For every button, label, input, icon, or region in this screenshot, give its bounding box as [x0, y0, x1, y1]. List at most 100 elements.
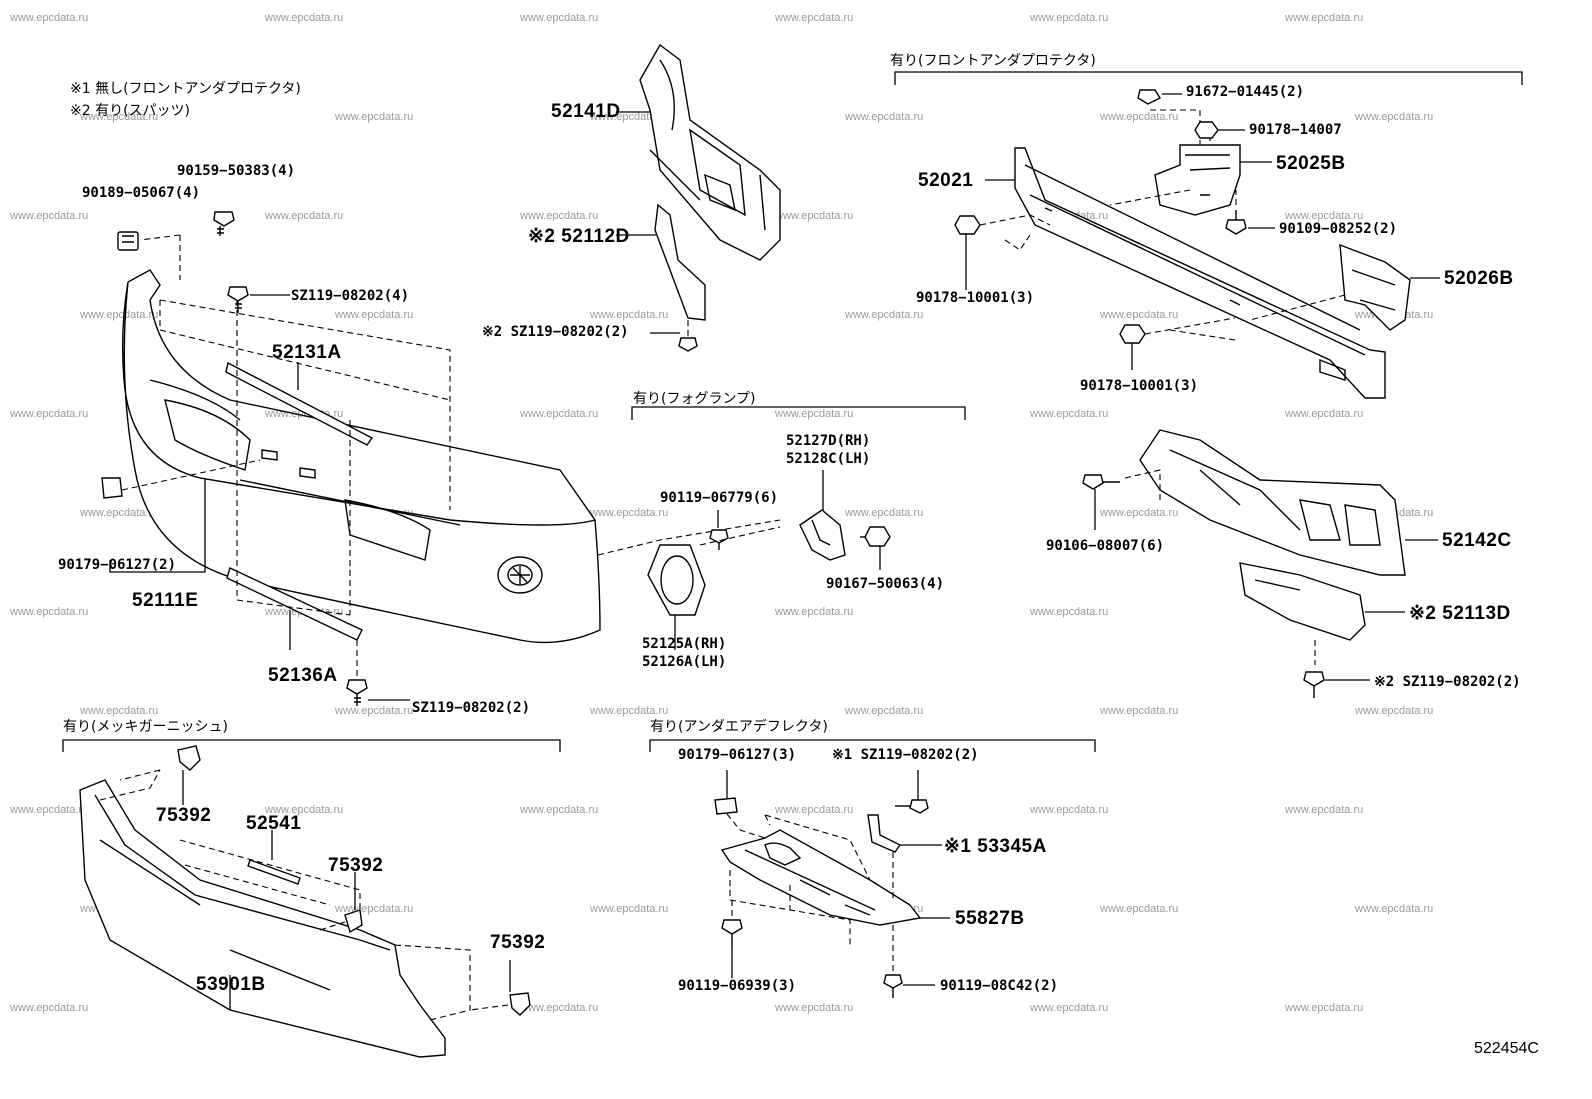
note-1: ※1 無し(フロントアンダプロテクタ) — [70, 81, 301, 97]
bolt-SZ-e — [895, 770, 929, 814]
part-label-90179-a[interactable]: 90179−06127(2) — [58, 557, 177, 573]
part-label-90119-06939[interactable]: 90119−06939(3) — [678, 978, 797, 994]
clip-90179-a — [101, 477, 123, 499]
part-label-52125A[interactable]: 52125A(RH) — [642, 636, 727, 652]
garnish-53901B — [79, 769, 471, 1058]
fog-bezel-52125A — [647, 544, 706, 650]
watermark-text: www.epcdata.ru — [520, 12, 599, 24]
watermark-text: www.epcdata.ru — [265, 210, 344, 222]
watermark-text: www.epcdata.ru — [775, 804, 854, 816]
watermark-text: www.epcdata.ru — [80, 705, 159, 717]
watermark-text: www.epcdata.ru — [1285, 804, 1364, 816]
part-label-75392-a[interactable]: 75392 — [156, 805, 212, 826]
emblem-52541 — [247, 859, 301, 885]
watermark-text: www.epcdata.ru — [1355, 111, 1434, 123]
part-label-90178-b[interactable]: 90178−10001(3) — [1080, 378, 1199, 394]
part-label-52541[interactable]: 52541 — [246, 813, 302, 834]
nut-90178-14007 — [1194, 121, 1245, 139]
part-label-52141D[interactable]: 52141D — [551, 101, 621, 122]
part-label-53901B[interactable]: 53901B — [196, 974, 266, 995]
part-label-90109[interactable]: 90109−08252(2) — [1279, 221, 1398, 237]
part-label-52026B[interactable]: 52026B — [1444, 268, 1514, 289]
strip-52131A — [225, 361, 374, 446]
part-label-90179-b[interactable]: 90179−06127(3) — [678, 747, 797, 763]
part-label-75392-b[interactable]: 75392 — [328, 855, 384, 876]
watermark-text: www.epcdata.ru — [335, 111, 414, 123]
part-label-90178-a[interactable]: 90178−10001(3) — [916, 290, 1035, 306]
watermark-text: www.epcdata.ru — [265, 804, 344, 816]
section-under-air-deflector: 有り(アンダエアデフレクタ) — [650, 719, 828, 735]
part-label-52111E[interactable]: 52111E — [132, 590, 199, 611]
bolt-90119-08C42 — [883, 925, 935, 998]
clip-75392-a — [119, 745, 201, 805]
watermark-text: www.epcdata.ru — [590, 111, 669, 123]
section-fog-lamp: 有り(フォグランプ) — [633, 391, 756, 407]
watermark-text: www.epcdata.ru — [1030, 12, 1109, 24]
part-label-52112D[interactable]: ※2 52112D — [528, 226, 630, 247]
watermark-text: www.epcdata.ru — [775, 12, 854, 24]
watermark-text: www.epcdata.ru — [775, 210, 854, 222]
watermark-text: www.epcdata.ru — [590, 309, 669, 321]
watermark-text: www.epcdata.ru — [1355, 705, 1434, 717]
part-label-55827B[interactable]: 55827B — [955, 908, 1025, 929]
part-label-75392-c[interactable]: 75392 — [490, 932, 546, 953]
garnish-section-bracket — [62, 739, 561, 752]
deflector-section-bracket — [649, 739, 1096, 752]
bolt-90159 — [213, 211, 235, 236]
watermark-text: www.epcdata.ru — [1030, 1002, 1109, 1014]
bolt-90106 — [1082, 469, 1161, 530]
fog-section-bracket — [631, 406, 966, 420]
part-label-90119-08C42[interactable]: 90119−08C42(2) — [940, 978, 1059, 994]
part-label-52127D[interactable]: 52127D(RH) — [786, 433, 871, 449]
bolt-90119-06939 — [721, 900, 743, 978]
part-label-52136A[interactable]: 52136A — [268, 665, 338, 686]
part-label-52142C[interactable]: 52142C — [1442, 530, 1512, 551]
watermark-text: www.epcdata.ru — [775, 1002, 854, 1014]
watermark-text: www.epcdata.ru — [520, 210, 599, 222]
part-label-90159[interactable]: 90159−50383(4) — [177, 163, 296, 179]
part-label-52021[interactable]: 52021 — [918, 170, 974, 191]
part-label-90178-14007[interactable]: 90178−14007 — [1249, 122, 1342, 138]
part-label-90106[interactable]: 90106−08007(6) — [1046, 538, 1165, 554]
part-label-90167[interactable]: 90167−50063(4) — [826, 576, 945, 592]
part-label-52131A[interactable]: 52131A — [272, 342, 342, 363]
part-label-52128C[interactable]: 52128C(LH) — [786, 451, 871, 467]
watermark-text: www.epcdata.ru — [1100, 705, 1179, 717]
note-2: ※2 有り(スパッツ) — [70, 103, 191, 119]
part-label-52126A[interactable]: 52126A(LH) — [642, 654, 727, 670]
watermark-text: www.epcdata.ru — [845, 111, 924, 123]
part-label-SZ119-b[interactable]: ※2 SZ119−08202(2) — [482, 324, 629, 340]
part-label-SZ119-d[interactable]: ※2 SZ119−08202(2) — [1374, 674, 1521, 690]
bolt-SZ-d — [1303, 671, 1370, 698]
watermark-text: www.epcdata.ru — [590, 507, 669, 519]
part-label-52025B[interactable]: 52025B — [1276, 153, 1346, 174]
bolt-90109 — [1225, 190, 1275, 235]
part-label-SZ119-e[interactable]: ※1 SZ119−08202(2) — [832, 747, 979, 763]
part-label-SZ119-c[interactable]: SZ119−08202(2) — [412, 700, 531, 716]
part-label-90119-06779[interactable]: 90119−06779(6) — [660, 490, 779, 506]
beam-52021 — [985, 147, 1386, 399]
bolt-SZ-c — [346, 679, 410, 706]
watermark-text: www.epcdata.ru — [80, 111, 159, 123]
part-label-53345A[interactable]: ※1 53345A — [944, 836, 1047, 857]
part-label-SZ119-a[interactable]: SZ119−08202(4) — [291, 288, 410, 304]
watermark-text: www.epcdata.ru — [1100, 309, 1179, 321]
watermark-text: www.epcdata.ru — [590, 903, 669, 915]
watermark-text: www.epcdata.ru — [520, 408, 599, 420]
clip-90189 — [117, 231, 139, 251]
watermark-text: www.epcdata.ru — [335, 705, 414, 717]
watermark-text: www.epcdata.ru — [1285, 210, 1364, 222]
watermark-text: www.epcdata.ru — [1285, 1002, 1364, 1014]
part-label-91672[interactable]: 91672−01445(2) — [1186, 84, 1305, 100]
front-bumper-shape — [121, 269, 601, 644]
watermark-text: www.epcdata.ru — [775, 408, 854, 420]
bolt-91672 — [1137, 89, 1182, 105]
bracket-52141D — [616, 43, 781, 261]
section-front-under-protector: 有り(フロントアンダプロテクタ) — [890, 53, 1096, 69]
part-label-52113D[interactable]: ※2 52113D — [1409, 603, 1511, 624]
watermark-text: www.epcdata.ru — [80, 507, 159, 519]
watermark-text: www.epcdata.ru — [520, 1002, 599, 1014]
part-label-90189[interactable]: 90189−05067(4) — [82, 185, 201, 201]
